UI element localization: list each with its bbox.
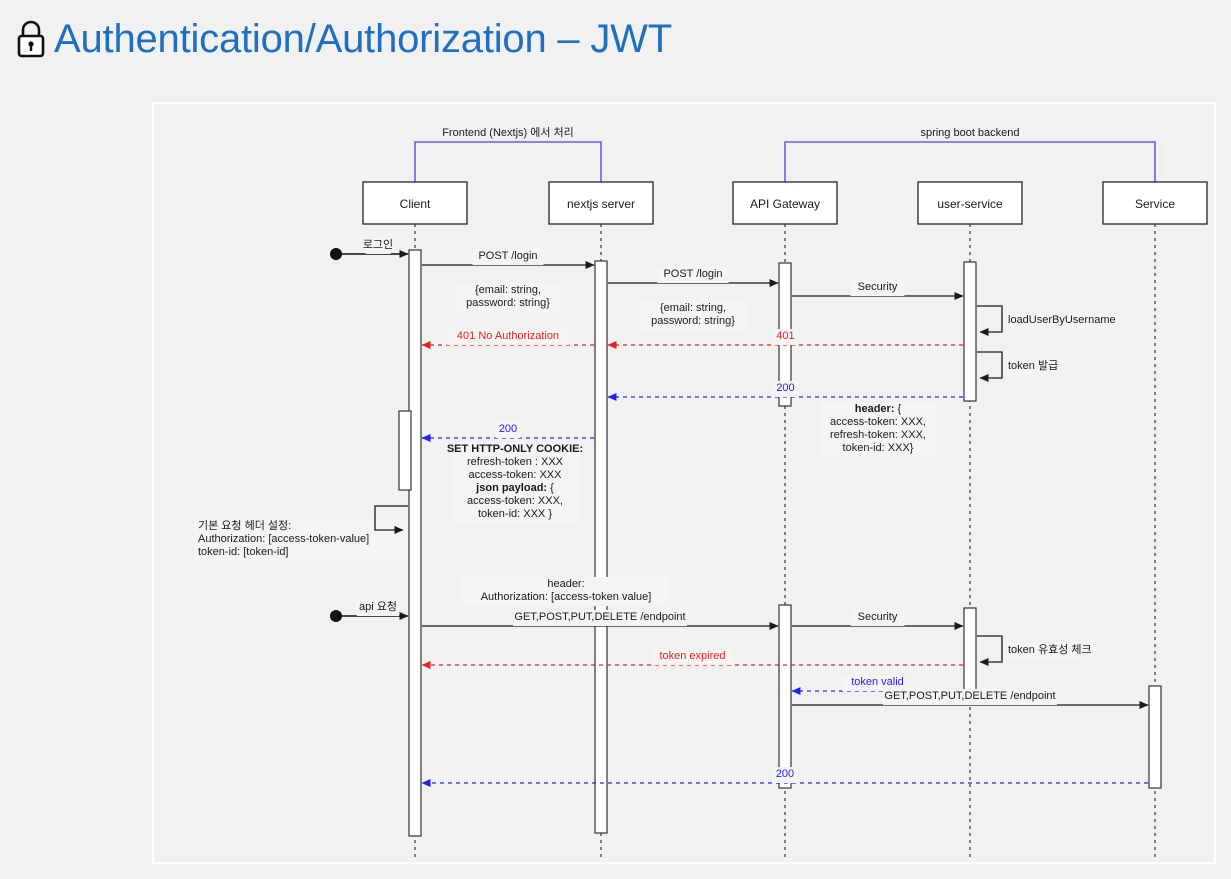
group-label: Frontend (Nextjs) 에서 처리: [442, 126, 574, 139]
activation-bar: [778, 604, 792, 789]
messages: POST /login {email: string,password: stri…: [194, 249, 1149, 787]
participant-label: user-service: [937, 197, 1003, 211]
participant-box[interactable]: [362, 181, 468, 225]
message-note-m1n: {email: string,password: string}: [466, 284, 550, 309]
participant-box[interactable]: [732, 181, 838, 225]
label-backdrop: [461, 577, 671, 606]
participant-label: nextjs server: [567, 197, 635, 211]
note-note1: 기본 요청 헤더 설정:Authorization: [access-token…: [198, 519, 369, 558]
sequence-diagram-frame: Frontend (Nextjs) 에서 처리 spring boot backe…: [152, 102, 1216, 864]
label-backdrop: [446, 329, 570, 345]
message-label-m13: 200: [776, 768, 794, 780]
group-bracket: [414, 141, 602, 182]
label-backdrop: [772, 381, 799, 397]
label-backdrop: [365, 238, 391, 254]
lock-icon: [17, 20, 45, 58]
participant-box[interactable]: [917, 181, 1023, 225]
participant-label: API Gateway: [750, 197, 820, 211]
actor-start-points: 로그인 api 요청: [330, 238, 409, 622]
actor-label: 로그인: [363, 238, 393, 251]
participant-box[interactable]: [548, 181, 654, 225]
label-backdrop: [883, 689, 1057, 705]
note-m8h: header:Authorization: [access-token valu…: [481, 578, 652, 603]
activation-bar: [408, 249, 422, 837]
label-backdrop: [455, 283, 561, 312]
label-backdrop: [640, 301, 746, 330]
activation-bars: [398, 249, 1162, 837]
activation-bar: [1148, 685, 1162, 789]
label-backdrop: [194, 519, 408, 561]
label-backdrop: [472, 249, 544, 265]
label-backdrop: [772, 329, 799, 345]
label-backdrop: [772, 767, 798, 783]
message-label-m5: 401 No Authorization: [457, 330, 559, 342]
message-label-m8: GET,POST,PUT,DELETE /endpoint: [514, 611, 685, 623]
message-label-m7: 200: [499, 423, 517, 435]
message-label-m4: 401: [776, 330, 794, 342]
participant-box[interactable]: [1102, 181, 1208, 225]
message-label-m12: GET,POST,PUT,DELETE /endpoint: [884, 690, 1055, 702]
message-label-m2: POST /login: [663, 268, 722, 280]
label-backdrop: [850, 280, 905, 296]
actor-label: api 요청: [359, 600, 397, 613]
label-backdrop: [495, 422, 521, 438]
note-m7n: SET HTTP-ONLY COOKIE:refresh-token : XXX…: [447, 443, 583, 520]
message-label-m11: token valid: [851, 676, 904, 688]
self-message-self2: [977, 351, 1003, 382]
sequence-diagram: Frontend (Nextjs) 에서 처리 spring boot backe…: [194, 126, 1208, 858]
participant-boxes: Client nextjs server API Gateway user-servi…: [362, 181, 1208, 225]
self-label-self4: token 유효성 체크: [1008, 643, 1092, 656]
message-label-m3: Security: [858, 281, 898, 293]
message-note-m2n: {email: string,password: string}: [651, 302, 735, 327]
group-brackets: Frontend (Nextjs) 에서 처리 spring boot backe…: [414, 126, 1156, 182]
label-backdrop: [513, 610, 687, 626]
activation-bar: [963, 607, 977, 701]
message-label-m9: Security: [858, 611, 898, 623]
group-label: spring boot backend: [920, 127, 1019, 139]
label-backdrop: [819, 402, 937, 457]
label-backdrop: [1004, 359, 1058, 375]
message-label-m10: token expired: [659, 650, 725, 662]
label-backdrop: [842, 675, 913, 691]
label-backdrop: [850, 610, 905, 626]
note-m6n: header: {access-token: XXX,refresh-token…: [830, 403, 926, 454]
participant-label: Client: [400, 197, 431, 211]
self-message-self1: [977, 305, 1003, 336]
label-backdrop: [450, 442, 580, 523]
self-label-self1: loadUserByUsername: [1008, 314, 1116, 326]
group-bracket: [784, 141, 1156, 182]
activation-bar: [963, 261, 977, 402]
label-backdrop: [657, 267, 729, 283]
page-title-text: Authentication/Authorization – JWT: [54, 17, 672, 61]
participant-label: Service: [1135, 197, 1175, 211]
message-label-m1: POST /login: [478, 250, 537, 262]
label-backdrop: [651, 649, 734, 665]
self-message-self4: [977, 635, 1003, 666]
message-label-m6: 200: [776, 382, 794, 394]
self-message-self3: [374, 505, 408, 534]
label-backdrop: [356, 600, 400, 616]
label-backdrop: [1004, 313, 1115, 329]
activation-bar: [594, 260, 608, 834]
self-label-self2: token 발급: [1008, 359, 1058, 372]
activation-bar: [398, 410, 412, 491]
label-backdrop: [1004, 643, 1081, 659]
page-title: Authentication/Authorization – JWT: [0, 0, 1231, 64]
